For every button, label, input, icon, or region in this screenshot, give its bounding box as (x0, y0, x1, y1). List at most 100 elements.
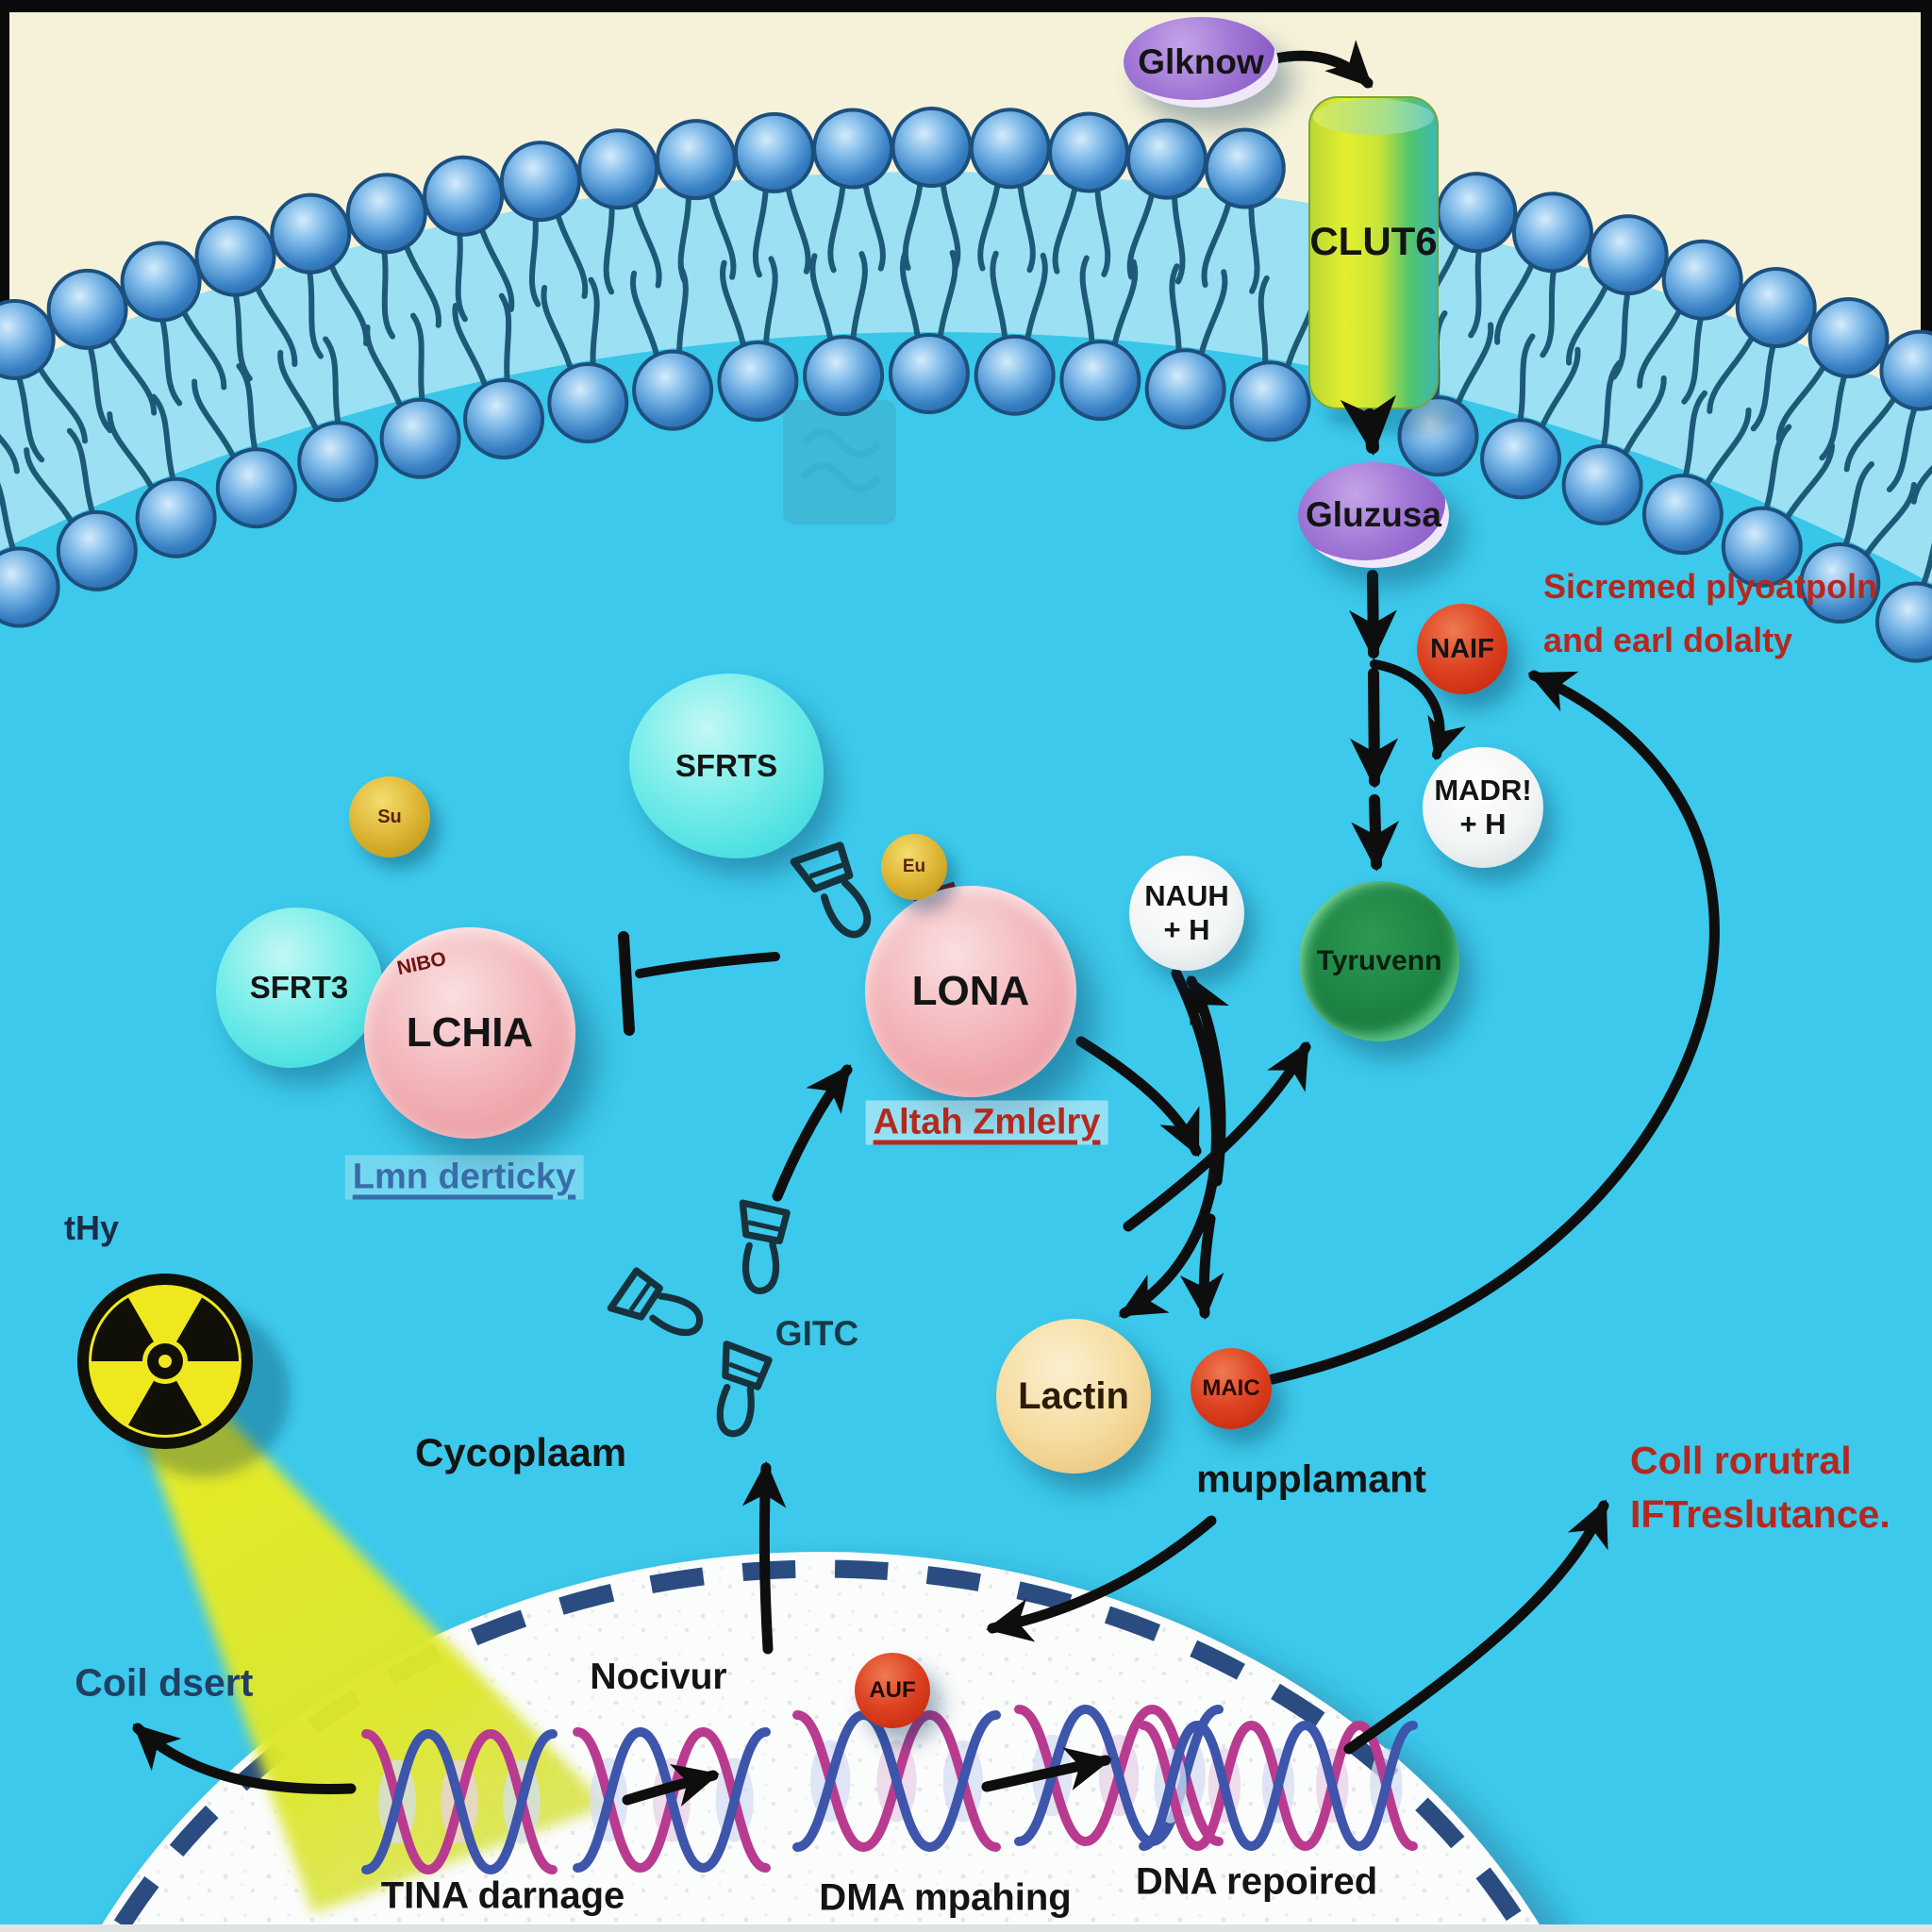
arrow-lona-down (1075, 1036, 1202, 1158)
lipid-tail (236, 363, 260, 461)
lipid-tail (1079, 255, 1095, 355)
phospholipid-outer-2 (46, 268, 158, 434)
lipid-tail (762, 256, 778, 356)
nucleus-label: Nocivur (590, 1657, 726, 1698)
arrows (132, 40, 1720, 1807)
lipid-tail (990, 250, 1008, 350)
dna-repaired-helix (1139, 1720, 1418, 1852)
nadh-left-line2: + H (1163, 913, 1210, 946)
phospholipid-outer-17 (1201, 127, 1286, 294)
lipid-tail (1843, 388, 1902, 473)
lipid-tail (380, 241, 396, 340)
lipid-tail (1680, 390, 1707, 488)
lipid-tail (1779, 442, 1836, 528)
phospholipid-inner-12 (888, 249, 970, 414)
lipid-tail (707, 183, 737, 280)
lipid-tail (24, 447, 79, 532)
arrow-nucleus-to-gitc (741, 1460, 787, 1655)
lipid-head (297, 421, 379, 503)
molecule-ldha-high: LONA (865, 886, 1076, 1097)
phospholipid-inner-5 (277, 336, 379, 503)
lipid-tail (899, 250, 922, 348)
phospholipid-outer-26 (1843, 329, 1932, 492)
lipid-tail (1819, 364, 1850, 461)
arrow-nad-hook (1370, 659, 1466, 761)
phospholipid-inner-10 (717, 256, 799, 422)
lipid-tail (1494, 254, 1539, 345)
lipid-head (974, 334, 1056, 416)
dna-strand (1139, 1720, 1418, 1852)
nad-nucleus-label: AUF (869, 1677, 916, 1703)
lipid-tail (1760, 424, 1792, 520)
secreted-note-line2: and earl dolalty (1543, 620, 1793, 659)
lipid-head (812, 108, 894, 190)
arrow-lactate-to-pyruvate (1123, 1041, 1311, 1232)
trefoil-blade (92, 1297, 154, 1361)
phospholipid-outer-4 (194, 215, 298, 382)
lipid-tail (1452, 322, 1494, 414)
lipid-tail (1566, 275, 1613, 366)
radiation-beam (143, 1411, 608, 1913)
dna-strand (792, 1709, 1001, 1853)
arrow-dna1-to-dna2 (622, 1764, 720, 1807)
irradiation (77, 1274, 608, 1913)
lipid-head (1144, 348, 1226, 430)
lipid-tail (177, 302, 227, 391)
phospholipid-outer-1 (0, 299, 88, 463)
phospholipid-outer-22 (1566, 214, 1669, 380)
mct-label: MAIC (1202, 1375, 1260, 1401)
phospholipid-outer-9 (577, 128, 662, 295)
lipid-tail (1610, 282, 1633, 380)
ldha-low-label: LCHIA (406, 1009, 534, 1056)
cell-death-text: Coil dsert (75, 1660, 254, 1705)
phospholipid-outer-8 (499, 141, 589, 308)
arrow-glycolysis-3 (1351, 794, 1400, 872)
molecule-lactate: Lactin (996, 1319, 1151, 1474)
dna-damage-text: TINA darnage (380, 1874, 625, 1917)
lipid-head (135, 476, 217, 558)
lipid-head (1436, 172, 1518, 254)
lipid-tail (1750, 335, 1778, 432)
lipid-head (1879, 329, 1932, 411)
lipid-tail (1840, 461, 1874, 557)
lipid-head (46, 268, 128, 350)
phospholipid-inner-21 (1641, 390, 1752, 556)
molecule-gold-free: Su (349, 776, 430, 858)
phospholipid-inner-16 (1229, 275, 1318, 442)
lipid-head (577, 128, 659, 210)
phospholipid-outer-14 (969, 108, 1051, 274)
lipid-tail (1171, 185, 1186, 285)
lipid-tail (455, 223, 468, 323)
lipid-tail (528, 208, 541, 308)
phospholipid-inner-3 (107, 393, 217, 558)
arrow-gitc-to-lona (772, 1064, 853, 1202)
phospholipid-inner-14 (1059, 255, 1141, 422)
lipid-tail (251, 276, 298, 367)
low-activity-text: Lmn derticky (352, 1157, 576, 1197)
lipid-head (1799, 542, 1881, 624)
lipid-head (1480, 418, 1562, 500)
trefoil-blade (128, 1380, 202, 1435)
molecule-mct: MAIC (1191, 1348, 1272, 1429)
phospholipid-inner-1 (0, 482, 60, 628)
lactate-label: Lactin (1018, 1374, 1129, 1417)
inhibition-bar (618, 931, 635, 1036)
lipid-head (733, 111, 815, 193)
lipid-tail (861, 174, 886, 272)
arrow-to-nadh-up (1186, 974, 1229, 1187)
phospholipid-inner-11 (803, 251, 885, 417)
lipid-tail (752, 178, 770, 278)
lipid-tail (1093, 178, 1111, 277)
phospholipid-inner-6 (364, 312, 461, 479)
arrow-repaired-to-survival (1343, 1499, 1609, 1755)
phospholipid-outer-15 (1048, 111, 1129, 277)
phospholipid-inner-2 (24, 427, 138, 591)
dna-repairing-text: DMA mpahing (819, 1876, 1072, 1919)
high-activity-text: Altah Zmlelry (873, 1102, 1101, 1142)
bottom-strip (0, 1924, 1932, 1932)
secreted-note-line1: Sicremed plyoatpoln (1543, 567, 1878, 606)
lipid-head (215, 447, 297, 529)
dna-damage-label: TINA darnage (381, 1875, 625, 1918)
